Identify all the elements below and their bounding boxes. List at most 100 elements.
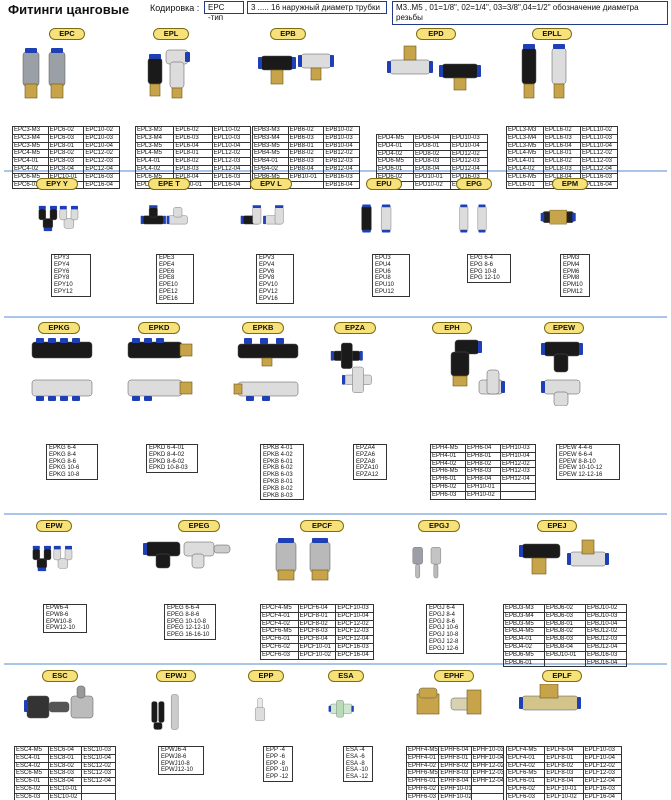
model-code: EPC12-02 [83,149,120,159]
list-item: EPEG 6-6-4 [167,605,200,611]
list-item: EPM3 [563,255,580,261]
section-divider [4,513,667,515]
list-item: EPV6 [259,268,275,275]
model-code: EPLL10-03 [580,133,618,143]
list-item: EPW10-8 [46,618,72,625]
model-code: EPCF6-02 [260,642,299,652]
list-item: EPEG 16-16-10 [167,632,210,639]
list-item: EPWJ6-4 [161,747,187,753]
fitting-icon [24,685,94,719]
fitting-image [140,534,240,604]
product-code-badge: ESA [328,670,364,682]
list-item: EPG 6-4 [470,255,494,261]
model-code: EPH4-M5 [430,444,466,453]
model-code: ESC4-M5 [14,746,49,755]
model-code: EPC16-04 [83,180,120,190]
list-item: EPU8 [375,275,391,282]
model-code: EPBJ3-M5 [503,619,545,629]
model-code [81,792,116,800]
model-code: EPCF4-01 [260,611,299,621]
model-code: ESC12-02 [81,761,116,771]
list-item: EPZA8 [356,458,376,465]
model-code: ESC12-03 [81,769,116,779]
model-code: EPLL10-02 [580,126,618,135]
model-code: EPB6-03 [287,133,325,143]
model-code: EPH6-04 [465,444,501,453]
fitting-image [30,534,100,604]
list-item: EPZA10 [356,465,379,472]
fitting-icon [361,204,392,233]
fitting-image [406,684,516,754]
model-code: EPB3-M3 [252,126,289,135]
model-code: EPLL6-02 [543,126,581,135]
model-code: EPLL12-03 [580,157,618,166]
model-code: EPC10-03 [83,133,120,143]
model-code: EPCF16-04 [335,650,374,660]
fitting-image [330,336,410,406]
list-item: EPKB 8-01 [263,478,293,485]
model-code: EPCF16-03 [335,642,374,652]
list-item: EPEG 8-8-6 [167,611,200,618]
model-code: ESC10-01 [47,784,83,794]
model-code: ESC6-04 [47,746,83,755]
list-item: EPP -4 [266,747,285,753]
list-item: EPKB 8-03 [263,492,293,499]
product-code-badge: EPY Y [36,178,78,190]
list-item: EPKB 4-02 [263,451,293,458]
model-code: EPBJ6-02 [544,604,586,613]
model-code: EPH10-04 [500,451,536,461]
fitting-icon [258,53,334,85]
list-item: EPKB 6-03 [263,472,293,479]
fitting-icon [127,338,193,401]
model-code: EPHF8-03 [438,769,472,779]
model-code: EPLL8-01 [543,149,581,159]
model-code: EPH12-02 [500,459,536,469]
model-code: EPL12-02 [211,149,252,159]
model-code: EPH12-04 [500,475,536,484]
model-code: EPLL8-03 [543,164,581,174]
model-code: EPB4-M5 [252,149,289,159]
list-item: EPKB 4-01 [263,445,293,451]
product-code-badge: EPP [248,670,284,682]
model-code: EPC4-M5 [12,149,49,159]
model-code: ESC10-02 [47,792,83,800]
model-code: EPB10-02 [323,126,360,135]
list-item: EPKG 10-6 [49,465,80,472]
product-code-badge: EPW [36,520,72,532]
model-code: EPLF6-02 [505,784,546,794]
model-code: EPHF10-02 [438,792,472,800]
fitting-image [22,336,122,406]
fitting-icon [38,205,79,232]
list-item: EPEW 6-6-4 [559,451,593,458]
list-item: EPGJ 6-4 [429,605,456,611]
model-code: EPD12-03 [450,157,488,167]
model-code: EPL4-M5 [134,149,175,159]
list-item: EPE3 [159,255,175,261]
list-item: EPV16 [259,295,278,302]
list-item: EPM8 [563,275,580,282]
fitting-image [252,44,362,114]
page-title: Фитинги цанговые [8,2,130,17]
model-code: EPCF10-03 [335,604,374,613]
model-code: EPH10-02 [465,490,501,500]
model-code: EPBJ10-01 [544,650,586,660]
list-item: EPWJ8-6 [161,753,187,760]
model-code: EPHF4-01 [405,753,440,763]
model-code: EPL16-03 [211,172,252,182]
model-code: EPC6-03 [47,133,85,143]
